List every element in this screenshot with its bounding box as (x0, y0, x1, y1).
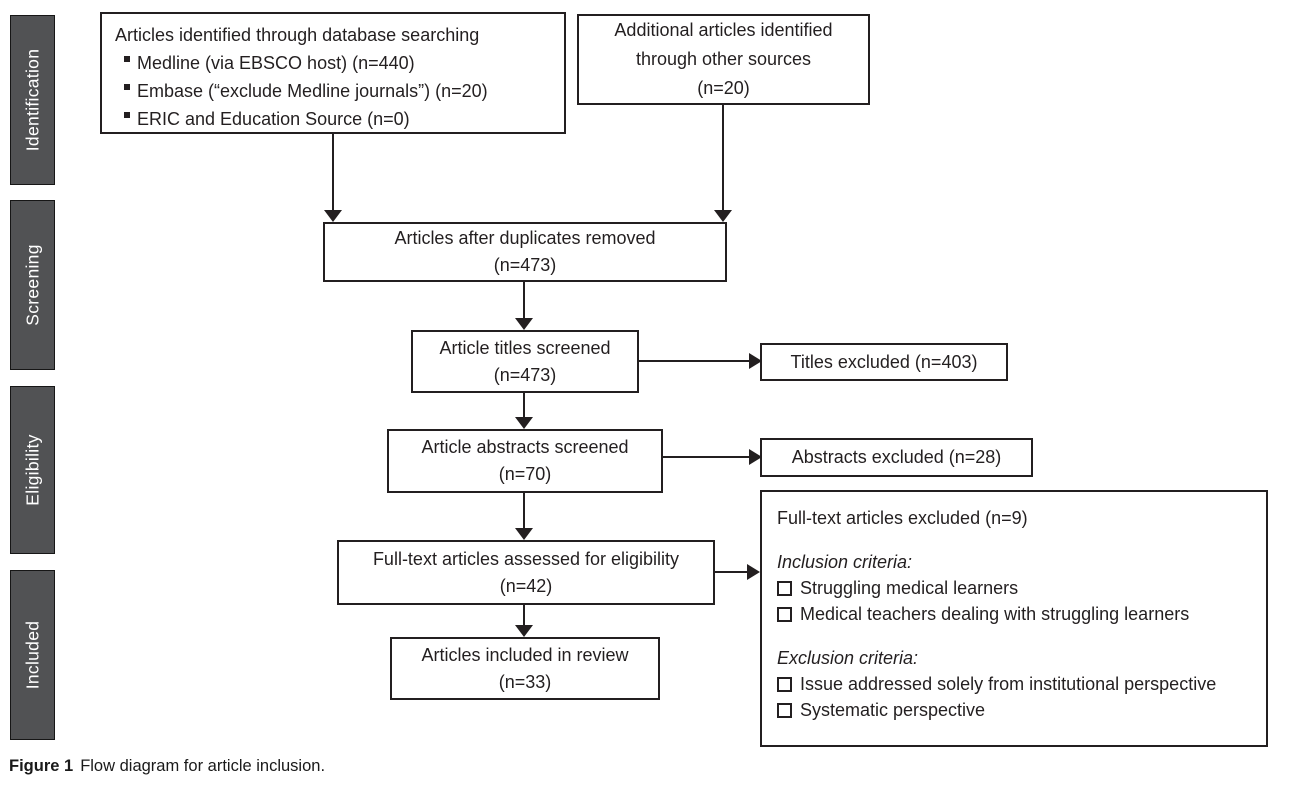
database-source-item: ERIC and Education Source (n=0) (115, 105, 556, 133)
box-other-sources-text: Additional articles identified through o… (614, 20, 833, 98)
arrowhead-down-icon (714, 210, 732, 222)
stage-included-label: Included (22, 620, 42, 690)
figure-caption-number: Figure 1 (9, 757, 74, 775)
box-duplicates-removed-text: Articles after duplicates removed (n=473… (394, 228, 656, 275)
arrowhead-down-icon (515, 318, 533, 330)
arrow-fulltext-to-excluded (715, 571, 747, 573)
stage-identification: Identification (10, 15, 55, 185)
arrowhead-right-icon (749, 353, 762, 369)
box-titles-excluded-text: Titles excluded (n=403) (790, 351, 978, 372)
bullet-square-icon (124, 112, 130, 118)
exclusion-criteria-item: Systematic perspective (777, 697, 1251, 723)
database-source-item: Embase (“exclude Medline journals”) (n=2… (115, 77, 556, 105)
stage-eligibility: Eligibility (10, 386, 55, 554)
box-included-review: Articles included in review (n=33) (390, 637, 660, 700)
box-included-review-text: Articles included in review (n=33) (421, 644, 629, 692)
inclusion-criteria-item: Struggling medical learners (777, 575, 1251, 601)
inclusion-criteria-item: Medical teachers dealing with struggling… (777, 601, 1251, 627)
stage-eligibility-label: Eligibility (22, 434, 42, 506)
box-fulltext-assessed-text: Full-text articles assessed for eligibil… (372, 548, 680, 596)
arrow-other-to-duplicates (722, 105, 724, 211)
box-abstracts-screened: Article abstracts screened (n=70) (387, 429, 663, 493)
arrowhead-right-icon (749, 449, 762, 465)
box-abstracts-screened-text: Article abstracts screened (n=70) (421, 437, 629, 484)
arrowhead-down-icon (515, 528, 533, 540)
stage-screening-label: Screening (22, 244, 42, 326)
arrow-abstracts-to-fulltext (523, 493, 525, 529)
exclusion-criteria-item: Issue addressed solely from institutiona… (777, 671, 1251, 697)
box-duplicates-removed: Articles after duplicates removed (n=473… (323, 222, 727, 282)
checkbox-icon (777, 702, 792, 718)
stage-included: Included (10, 570, 55, 740)
checkbox-icon (777, 580, 792, 596)
checkbox-icon (777, 676, 792, 692)
database-source-text: Embase (“exclude Medline journals”) (n=2… (137, 81, 488, 101)
figure-caption: Figure 1 Flow diagram for article inclusi… (9, 757, 325, 776)
bullet-square-icon (124, 56, 130, 62)
exclusion-criteria-text: Issue addressed solely from institutiona… (800, 674, 1217, 694)
inclusion-criteria-text: Medical teachers dealing with struggling… (800, 604, 1190, 624)
database-source-item: Medline (via EBSCO host) (n=440) (115, 49, 556, 77)
database-source-text: Medline (via EBSCO host) (n=440) (137, 53, 415, 73)
box-other-sources: Additional articles identified through o… (577, 14, 870, 105)
arrowhead-down-icon (515, 625, 533, 637)
exclusion-criteria-label: Exclusion criteria: (777, 648, 919, 668)
arrow-fulltext-to-included (523, 605, 525, 626)
arrow-titles-to-excluded (639, 360, 749, 362)
bullet-square-icon (124, 84, 130, 90)
box-fulltext-assessed: Full-text articles assessed for eligibil… (337, 540, 715, 605)
stage-identification-label: Identification (22, 48, 42, 152)
box-titles-screened-text: Article titles screened (n=473) (439, 337, 611, 385)
checkbox-icon (777, 606, 792, 622)
box-database-searching-title: Articles identified through database sea… (115, 25, 480, 45)
box-abstracts-excluded-text: Abstracts excluded (n=28) (791, 447, 1002, 467)
database-source-text: ERIC and Education Source (n=0) (137, 109, 410, 129)
inclusion-criteria-label: Inclusion criteria: (777, 552, 913, 572)
stage-screening: Screening (10, 200, 55, 370)
arrow-duplicates-to-titles (523, 282, 525, 319)
box-titles-screened: Article titles screened (n=473) (411, 330, 639, 393)
arrow-titles-to-abstracts (523, 393, 525, 418)
box-abstracts-excluded: Abstracts excluded (n=28) (760, 438, 1033, 477)
arrowhead-down-icon (324, 210, 342, 222)
inclusion-criteria-text: Struggling medical learners (800, 578, 1019, 598)
arrow-abstracts-to-excluded (663, 456, 749, 458)
box-fulltext-excluded-title: Full-text articles excluded (n=9) (777, 508, 1028, 528)
exclusion-criteria-text: Systematic perspective (800, 700, 986, 720)
box-fulltext-excluded: Full-text articles excluded (n=9) Inclus… (760, 490, 1268, 747)
figure-caption-text: Flow diagram for article inclusion. (80, 757, 326, 775)
arrowhead-down-icon (515, 417, 533, 429)
box-database-searching: Articles identified through database sea… (100, 12, 566, 134)
arrowhead-right-icon (747, 564, 760, 580)
box-titles-excluded: Titles excluded (n=403) (760, 343, 1008, 381)
arrow-database-to-duplicates (332, 134, 334, 211)
